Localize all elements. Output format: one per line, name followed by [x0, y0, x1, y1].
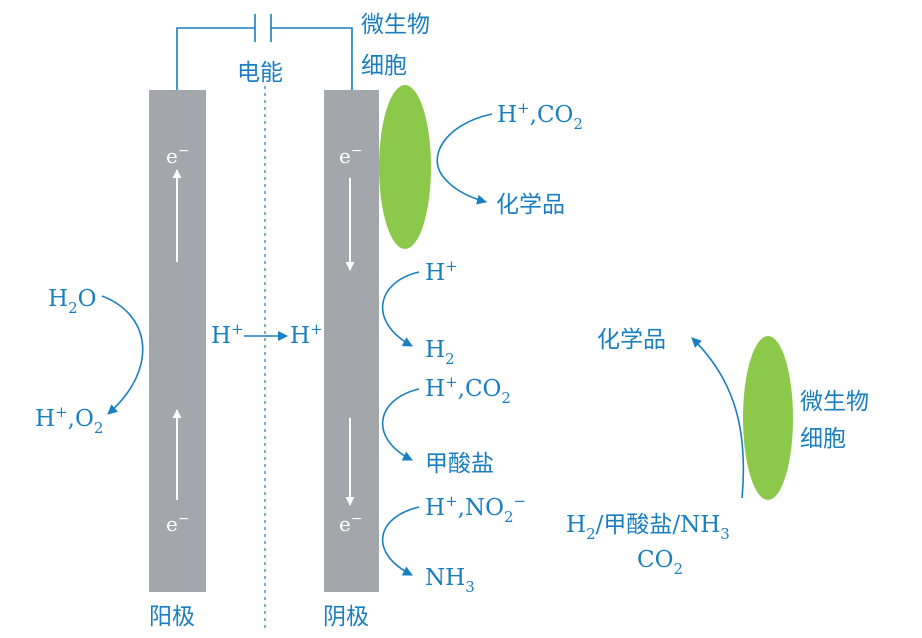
h2-reaction-arrow — [382, 271, 420, 347]
power-label: 电能 — [237, 60, 283, 86]
microbe-top-label-line1: 微生物 — [361, 12, 430, 38]
side-reactant-label-line2: CO2 — [637, 547, 683, 578]
h2-product-label: H2 — [425, 337, 455, 368]
microbe-side-label-line2: 细胞 — [800, 426, 846, 452]
microbe-reactant-label: H+,CO2 — [497, 99, 583, 133]
proton-label-cathode-side: H+ — [290, 320, 323, 349]
microbe-product-label: 化学品 — [496, 192, 565, 218]
microbe-cell-cathode — [379, 85, 431, 249]
anode-product-label: H+,O2 — [35, 403, 103, 437]
circuit-wire-left — [176, 27, 255, 90]
anode-reactant-label: H2O — [48, 286, 96, 317]
formate-product-label: 甲酸盐 — [425, 451, 494, 477]
microbe-reaction-arrow — [436, 113, 493, 205]
formate-reactant-label: H+,CO2 — [425, 373, 511, 407]
nh3-reaction-arrow — [382, 506, 420, 576]
anode-reaction-arrow — [101, 295, 144, 415]
nh3-reactant-label: H+,NO2− — [425, 492, 526, 526]
proton-label-anode-side: H+ — [211, 320, 244, 349]
cathode-electrode — [324, 90, 379, 592]
circuit-wire-right — [271, 27, 353, 90]
microbe-side-label-line1: 微生物 — [800, 389, 869, 415]
microbe-cell-side — [743, 336, 793, 500]
cathode-label: 阴极 — [323, 604, 369, 630]
side-conversion-arrow — [691, 337, 745, 499]
electron-label-anode-top: e− — [166, 143, 190, 168]
formate-reaction-arrow — [382, 388, 420, 461]
side-reactant-label-line1: H2/甲酸盐/NH3 — [566, 512, 730, 543]
anode-label: 阳极 — [149, 604, 195, 630]
electron-label-cathode-bottom: e− — [339, 511, 363, 536]
nh3-product-label: NH3 — [425, 565, 475, 596]
h2-reactant-label: H+ — [425, 257, 458, 286]
side-product-label: 化学品 — [597, 327, 666, 353]
microbe-top-label-line2: 细胞 — [361, 53, 407, 79]
electron-label-anode-bottom: e− — [166, 511, 190, 536]
electron-label-cathode-top: e− — [339, 143, 363, 168]
